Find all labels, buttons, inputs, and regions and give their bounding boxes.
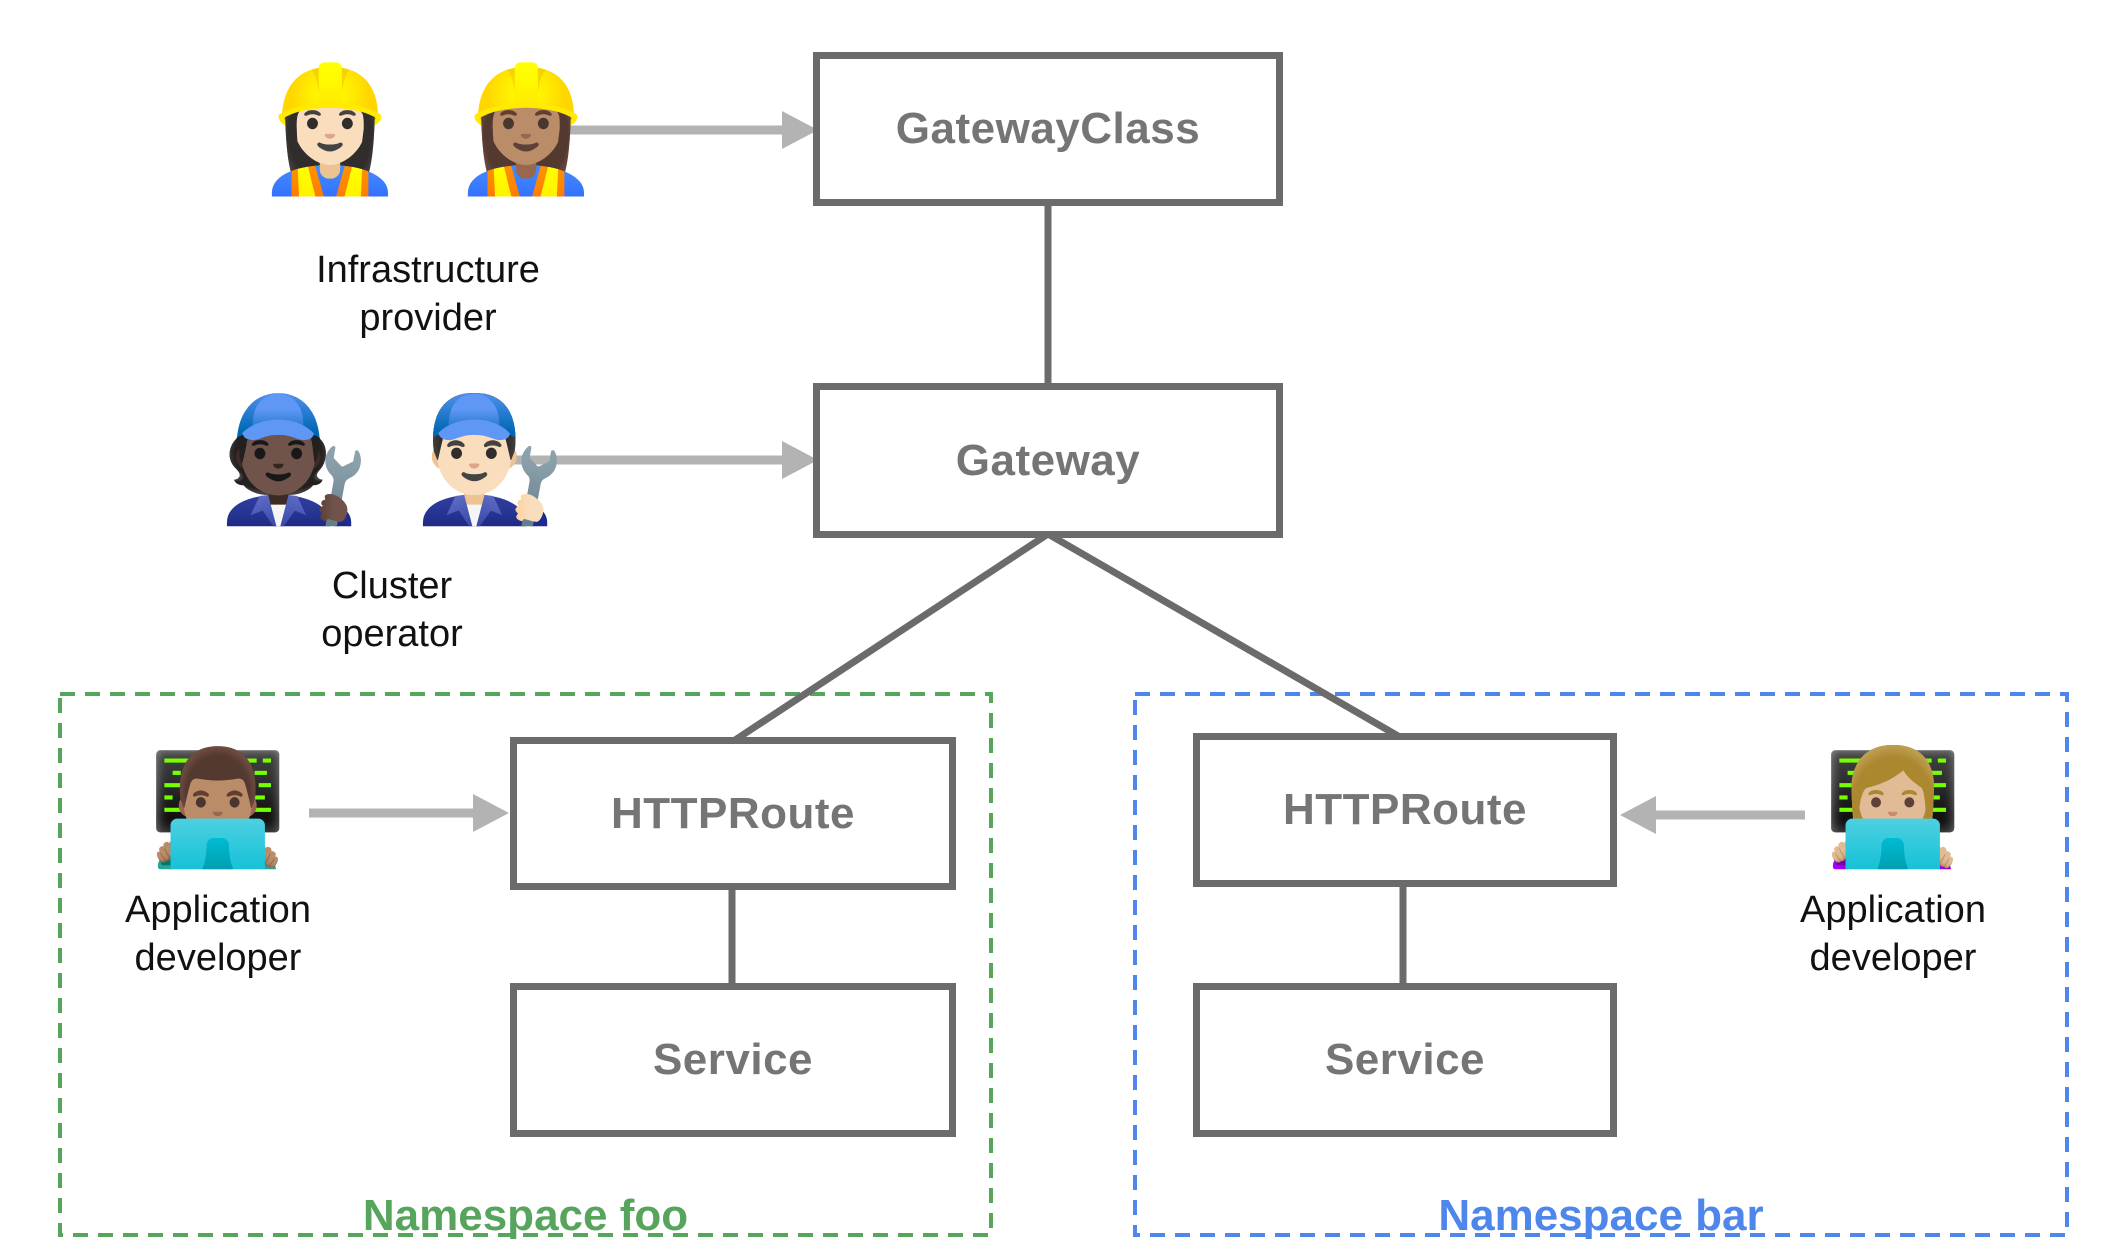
arrow-cluster-operator-to-gateway — [510, 441, 818, 479]
app-developer-bar-label-line1: Application — [1800, 889, 1986, 931]
app-developer-foo-label-line2: developer — [134, 937, 302, 979]
app-developer-foo-emojis: 👨🏽‍💻 — [0, 752, 448, 864]
namespace-bar-boundary — [1133, 692, 2069, 1237]
connector-gateway-httproute-bar — [1046, 530, 1407, 744]
infrastructure-provider-label-line2: provider — [359, 297, 497, 339]
app-developer-foo-label-line1: Application — [125, 889, 311, 931]
httproute-foo-box: HTTPRoute — [510, 737, 956, 890]
infrastructure-provider-label: Infrastructure provider — [198, 246, 658, 342]
cluster-operator-label-line2: operator — [321, 613, 463, 655]
woman-construction-worker-light-emoji: 👷🏻‍♀️ — [254, 58, 407, 200]
man-technologist-medium-emoji: 👨🏽‍💻 — [148, 743, 288, 873]
namespace-foo-boundary — [58, 692, 993, 1237]
gatewayclass-label: GatewayClass — [895, 104, 1201, 153]
cluster-operator-label: Cluster operator — [162, 562, 622, 658]
service-bar-label: Service — [1324, 1035, 1486, 1084]
infrastructure-provider-emojis: 👷🏻‍♀️ 👷🏽‍♀️ — [198, 68, 658, 190]
woman-technologist-medium-light-emoji: 👩🏼‍💻 — [1823, 743, 1963, 873]
arrow-app-developer-to-httproute-bar — [1620, 796, 1805, 834]
arrow-infrastructure-provider-to-gatewayclass — [510, 111, 818, 149]
gateway-box: Gateway — [813, 383, 1283, 538]
namespace-foo-label: Namespace foo — [362, 1191, 689, 1240]
service-bar-box: Service — [1193, 983, 1617, 1137]
httproute-bar-box: HTTPRoute — [1193, 733, 1617, 887]
cluster-operator-emojis: 🧑🏿‍🔧 👨🏻‍🔧 — [162, 398, 622, 520]
mechanic-dark-emoji: 🧑🏿‍🔧 — [218, 388, 371, 530]
cluster-operator-label-line1: Cluster — [331, 565, 453, 607]
httproute-bar-label: HTTPRoute — [1282, 785, 1528, 834]
woman-construction-worker-medium-emoji: 👷🏽‍♀️ — [449, 58, 602, 200]
service-foo-label: Service — [652, 1035, 814, 1084]
namespace-bar-label: Namespace bar — [1438, 1191, 1764, 1240]
gatewayclass-box: GatewayClass — [813, 52, 1283, 206]
arrow-app-developer-to-httproute-foo — [309, 794, 509, 832]
httproute-foo-label: HTTPRoute — [610, 788, 856, 838]
gateway-label: Gateway — [955, 435, 1141, 485]
app-developer-bar-label: Application developer — [1663, 886, 2112, 982]
app-developer-foo-label: Application developer — [0, 886, 448, 982]
man-mechanic-light-emoji: 👨🏻‍🔧 — [413, 388, 566, 530]
app-developer-bar-label-line2: developer — [1809, 937, 1977, 979]
service-foo-box: Service — [510, 983, 956, 1137]
connector-gateway-httproute-foo — [730, 531, 1050, 745]
app-developer-bar-emojis: 👩🏼‍💻 — [1663, 752, 2112, 864]
infrastructure-provider-label-line1: Infrastructure — [316, 249, 540, 291]
